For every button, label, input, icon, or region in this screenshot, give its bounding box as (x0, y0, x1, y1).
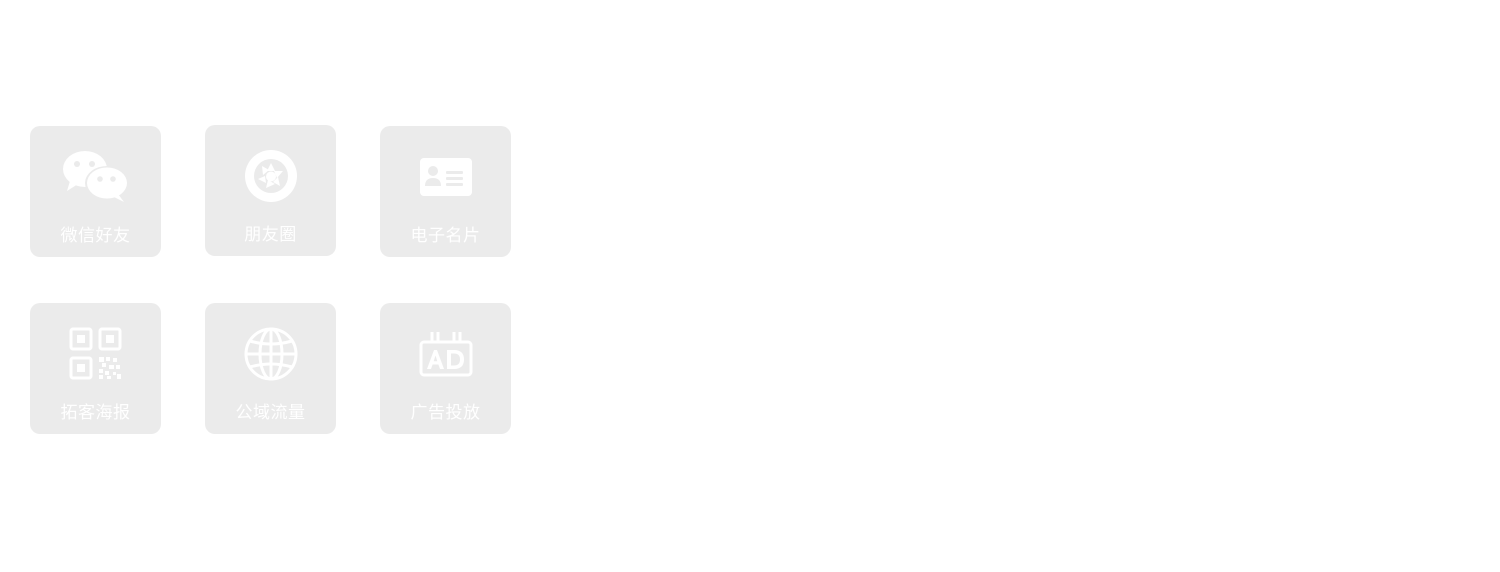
id-card-icon (380, 146, 511, 208)
share-option-label: 朋友圈 (244, 225, 297, 245)
wechat-icon (30, 146, 161, 208)
share-option-label: 微信好友 (60, 226, 131, 246)
share-poster-button[interactable]: 拓客海报 (30, 303, 161, 434)
share-business-card-button[interactable]: 电子名片 (380, 126, 511, 257)
share-moments-button[interactable]: 朋友圈 (205, 125, 336, 256)
globe-icon (205, 323, 336, 385)
share-option-label: 公域流量 (235, 403, 306, 423)
share-option-label: 广告投放 (410, 403, 481, 423)
share-public-traffic-button[interactable]: 公域流量 (205, 303, 336, 434)
share-wechat-friends-button[interactable]: 微信好友 (30, 126, 161, 257)
moments-icon (205, 145, 336, 207)
share-options-grid: 微信好友 朋友圈 (30, 125, 511, 434)
share-option-label: 拓客海报 (60, 403, 131, 423)
share-ads-button[interactable]: 广告投放 (380, 303, 511, 434)
ad-board-icon (380, 323, 511, 385)
qr-code-icon (30, 323, 161, 385)
share-option-label: 电子名片 (410, 226, 481, 246)
